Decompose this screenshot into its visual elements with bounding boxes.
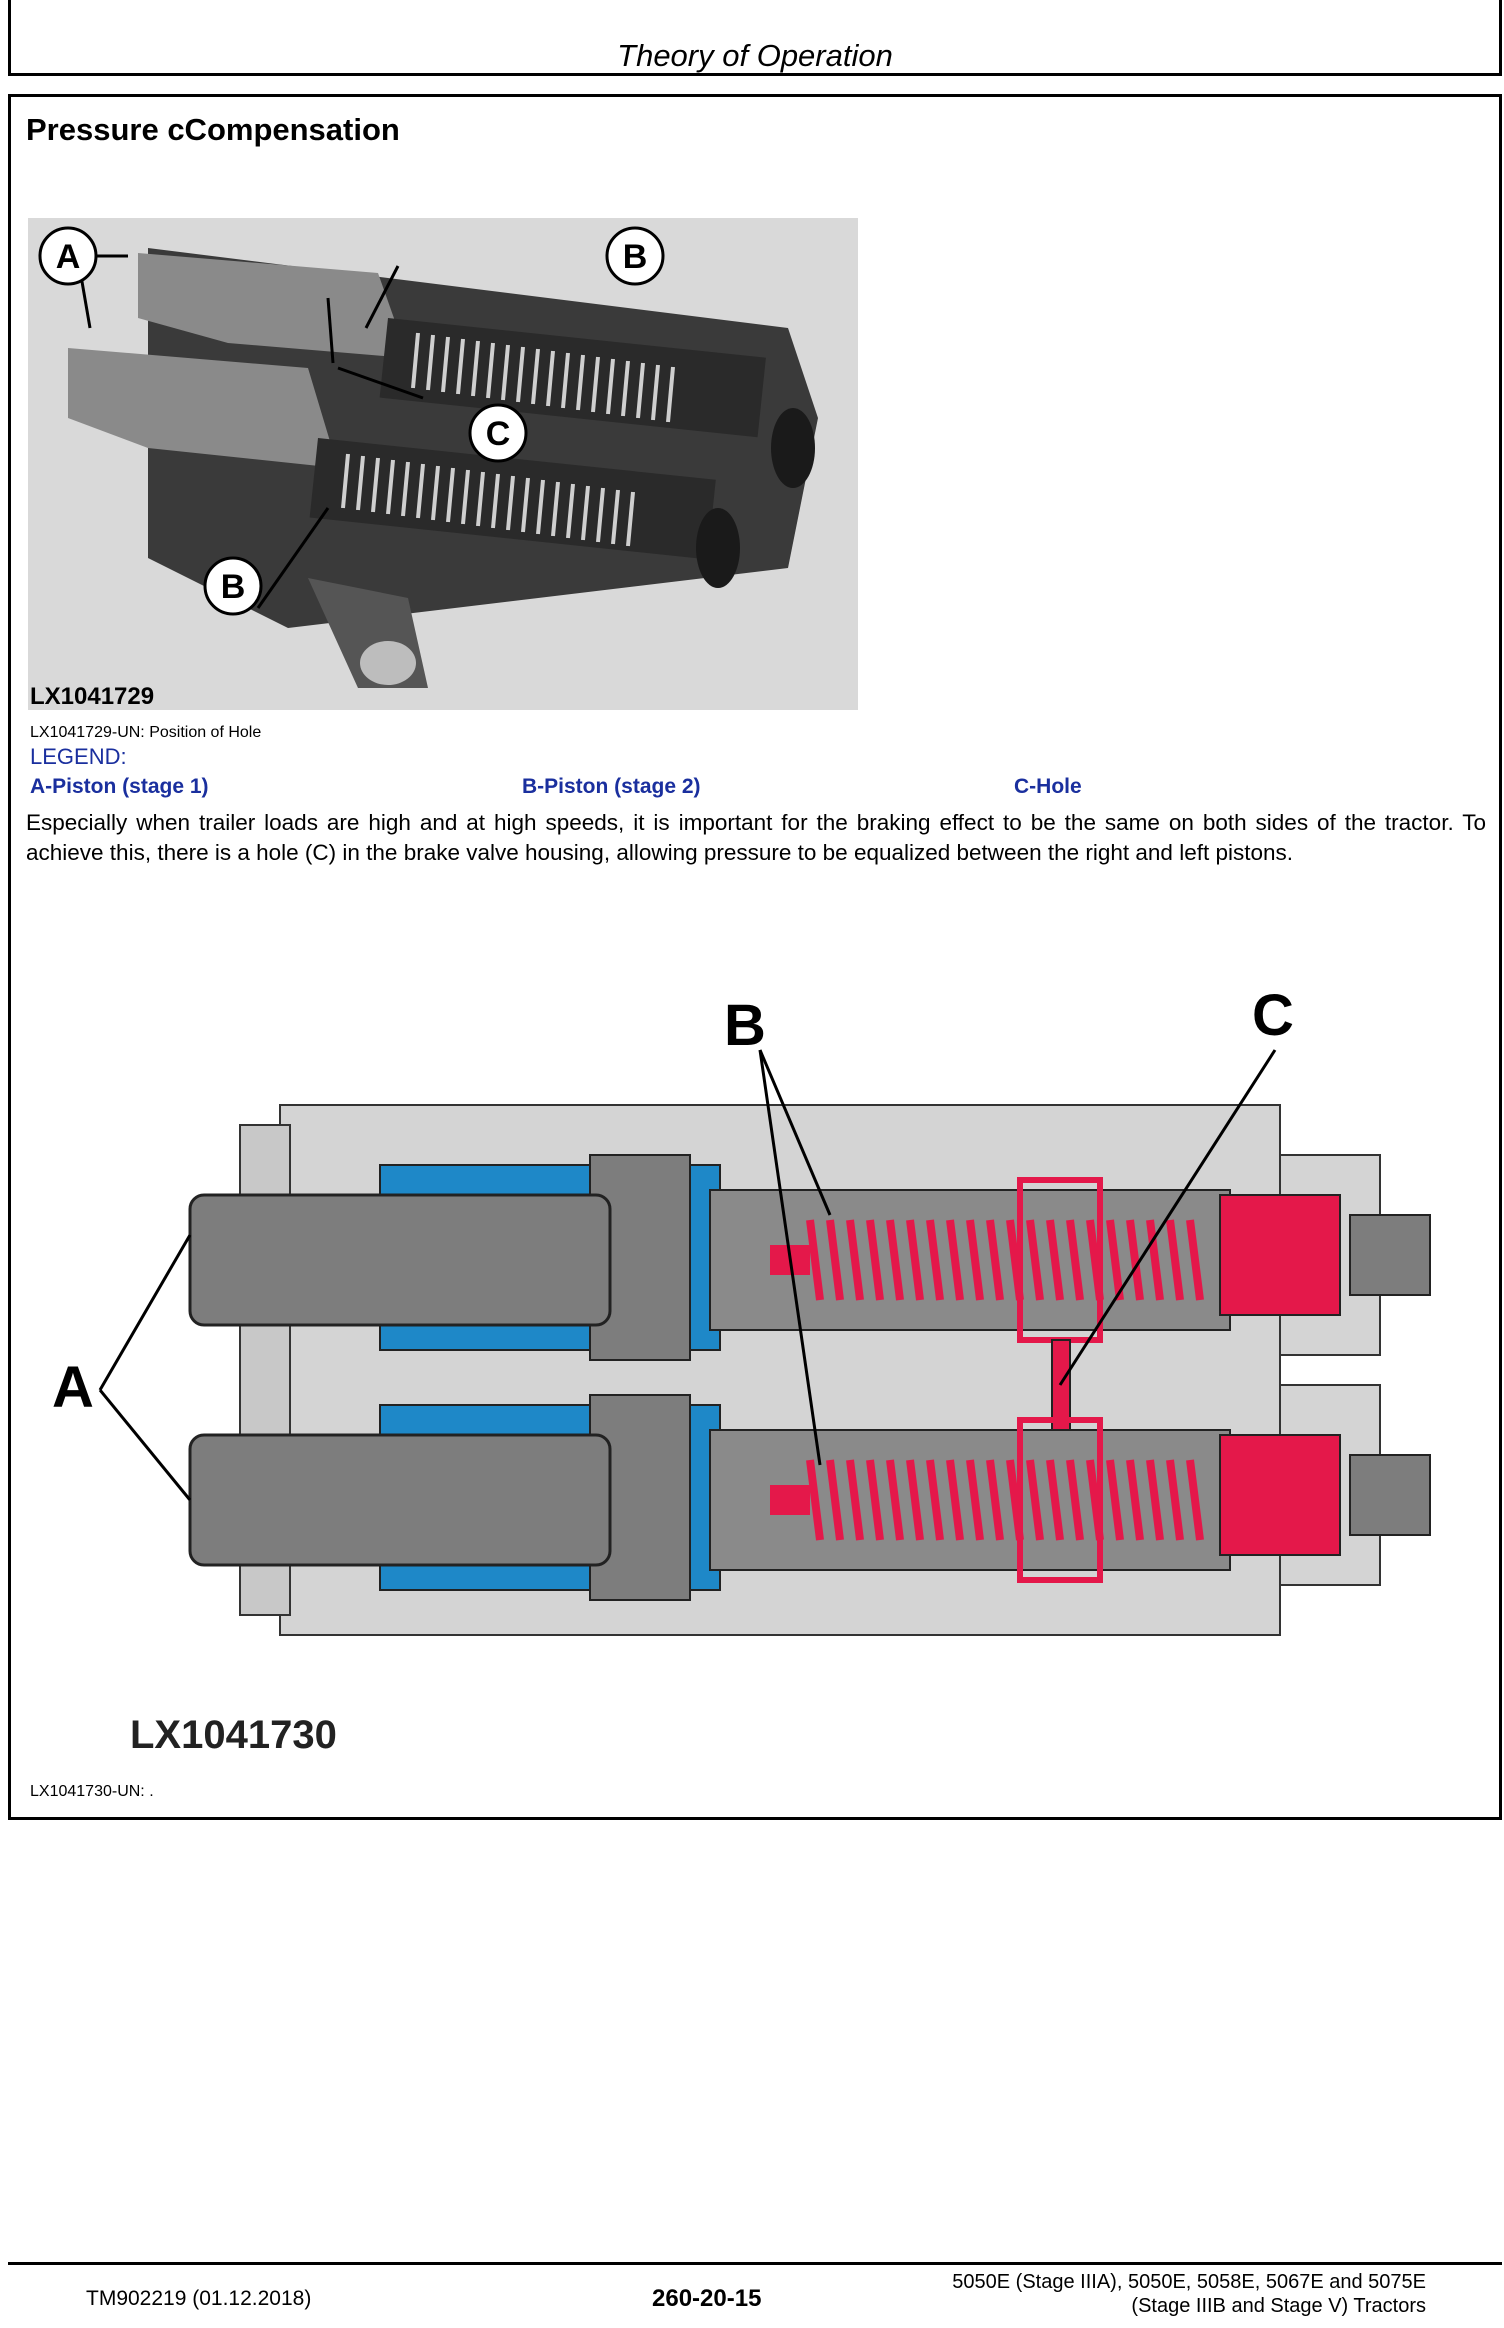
- figure2-code: LX1041730: [130, 1713, 337, 1757]
- legend-item-c: C-Hole: [1014, 775, 1082, 798]
- label-b: B: [724, 993, 766, 1058]
- figure1-code: LX1041729: [30, 683, 155, 710]
- footer-divider: [8, 2262, 1502, 2265]
- footer-model-line2: (Stage IIIB and Stage V) Tractors: [1131, 2295, 1426, 2317]
- section-title: Pressure cCompensation: [26, 112, 400, 147]
- footer-model: 5050E (Stage IIIA), 5050E, 5058E, 5067E …: [952, 2270, 1426, 2318]
- figure-brake-valve-section: A B C: [52, 983, 1431, 1636]
- label-a: A: [52, 1355, 94, 1420]
- legend-item-b: B-Piston (stage 2): [522, 775, 701, 798]
- legend-item-a: A-Piston (stage 1): [30, 775, 209, 798]
- body-paragraph: Especially when trailer loads are high a…: [26, 810, 1486, 865]
- figure-position-of-hole: A B C B: [28, 218, 858, 710]
- footer-doc-number: TM902219 (01.12.2018): [86, 2287, 312, 2310]
- legend-title: LEGEND:: [30, 744, 127, 769]
- figure1-caption: LX1041729-UN: Position of Hole: [30, 724, 262, 741]
- footer-model-line1: 5050E (Stage IIIA), 5050E, 5058E, 5067E …: [952, 2271, 1426, 2293]
- figure2-caption: LX1041730-UN: .: [30, 1783, 154, 1800]
- header-title: Theory of Operation: [617, 38, 893, 73]
- content-frame: [8, 94, 1502, 1820]
- callout-b-top: B: [623, 238, 648, 276]
- callout-b-bottom: B: [221, 568, 246, 606]
- callout-c: C: [486, 415, 511, 453]
- label-c: C: [1252, 983, 1294, 1048]
- footer-page-number: 260-20-15: [652, 2285, 762, 2312]
- callout-a: A: [56, 238, 81, 276]
- page-header: Theory of Operation: [8, 0, 1502, 76]
